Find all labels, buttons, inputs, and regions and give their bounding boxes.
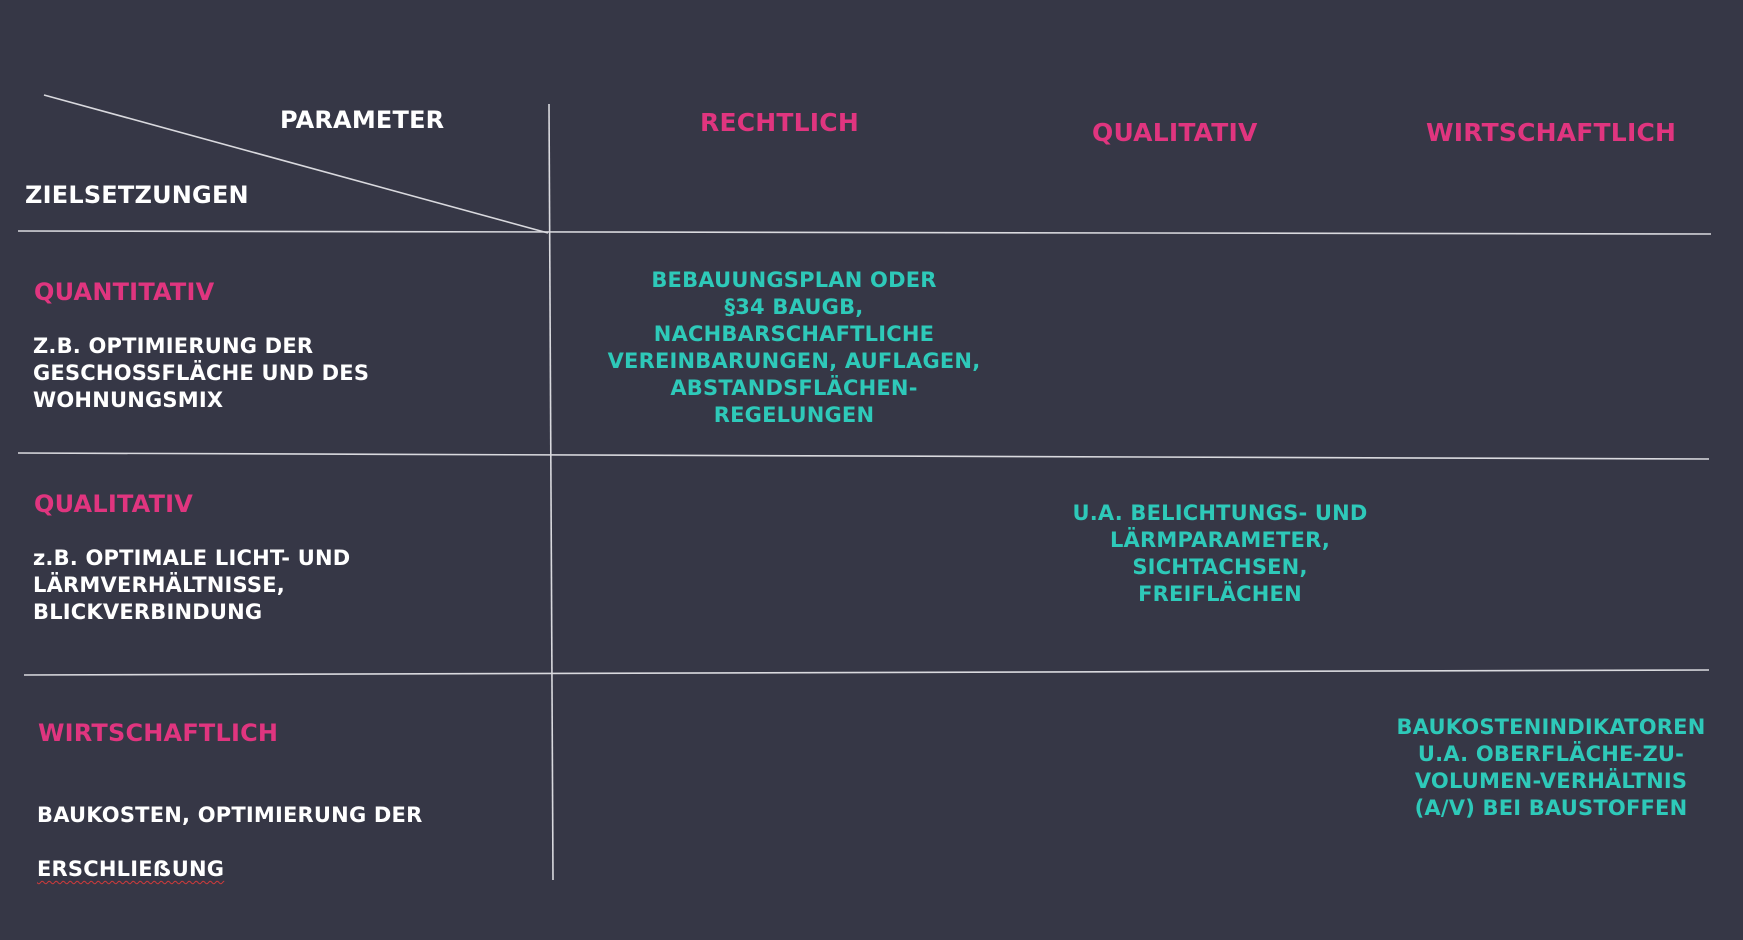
row-title-qualitativ: QUALITATIV (34, 490, 194, 518)
row-description-quantitativ: Z.B. OPTIMIERUNG DER GESCHOSSFLÄCHE UND … (33, 334, 370, 412)
row-divider-3 (23, 669, 1710, 676)
row-divider-2 (17, 452, 1710, 460)
header-diagonal-line (43, 94, 549, 234)
row-divider-1 (17, 230, 1712, 235)
column-header-qualitativ: QUALITATIV (1092, 118, 1258, 147)
row-description-qualitativ: z.B. OPTIMALE LICHT- UND LÄRMVERHÄLTNISS… (33, 546, 351, 624)
column-header-wirtschaftlich: WIRTSCHAFTLICH (1426, 118, 1677, 147)
column-header-rechtlich: RECHTLICH (700, 108, 859, 137)
cell-rechtlich-quantitativ: BEBAUUNGSPLAN ODER §34 BAUGB, NACHBARSCH… (607, 268, 981, 427)
cell-wirtschaftlich-wirtschaftlich: BAUKOSTENINDIKATOREN U.A. OBERFLÄCHE-ZU-… (1396, 715, 1706, 820)
row-title-wirtschaftlich: WIRTSCHAFTLICH (38, 719, 279, 747)
row-description-wirtschaftlich-line-1: BAUKOSTEN, OPTIMIERUNG DER (37, 803, 423, 827)
zielsetzungen-label: ZIELSETZUNGEN (25, 181, 249, 209)
cell-qualitativ-qualitativ: U.A. BELICHTUNGS- UND LÄRMPARAMETER, SIC… (1072, 501, 1368, 606)
parameter-label: PARAMETER (280, 106, 445, 134)
row-title-quantitativ: QUANTITATIV (34, 278, 215, 306)
vertical-divider (548, 103, 554, 881)
row-description-wirtschaftlich-line-2: ERSCHLIEẞUNG (37, 857, 225, 881)
row-description-wirtschaftlich: BAUKOSTEN, OPTIMIERUNG DER ERSCHLIEẞUNG (37, 775, 422, 910)
